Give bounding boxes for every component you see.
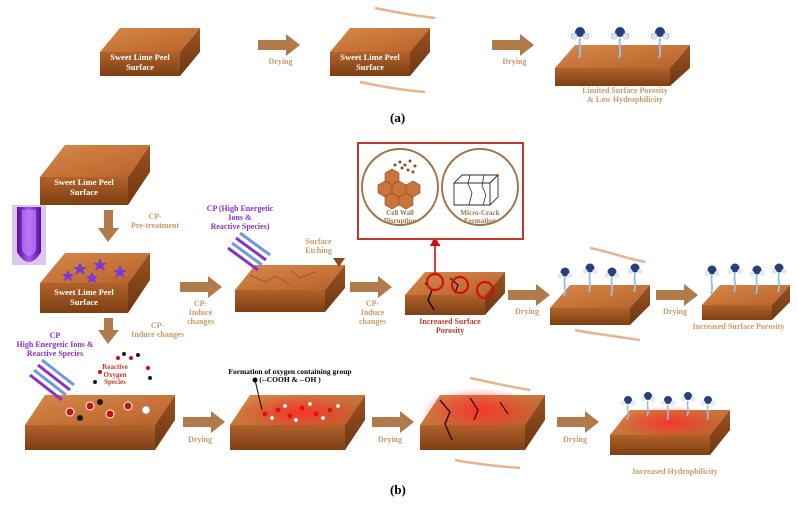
porous-slab-1 — [550, 246, 650, 342]
water-molecules-b2 — [704, 263, 787, 295]
panel-b-label: (b) — [390, 482, 406, 497]
glowing-cracked-slab — [420, 376, 545, 470]
panel-a-label: (a) — [390, 110, 406, 125]
cracked-slab — [405, 236, 505, 315]
cp-induce-arrow-down — [98, 318, 119, 344]
drying-arrow-1 — [508, 284, 550, 306]
drying-arrow-2 — [656, 284, 698, 306]
inset-box — [357, 142, 524, 240]
porous-slab-2 — [702, 285, 790, 320]
drying-label-2: Drying — [663, 307, 687, 316]
panel-a-slab-1 — [100, 28, 200, 76]
ros-beams — [29, 358, 75, 402]
drying-label-1: Drying — [515, 307, 539, 316]
oxygen-group-label: Formation of oxygen containing group(--C… — [228, 367, 352, 385]
increased-surface-porosity-final: Increased Surface Porosity — [692, 322, 785, 331]
increased-hydrophilicity-label: Increased Hydrophilicity — [632, 467, 718, 476]
panel-a-drying-2: Drying — [502, 57, 527, 66]
panel-a-slab-2 — [330, 6, 436, 94]
cp-induce-label-3: CP-Induce changes — [131, 321, 184, 339]
cp-pretreatment-label: CP-Pre-treatment — [130, 212, 180, 230]
drying-arrow-3 — [183, 411, 225, 433]
panel-a-slab-3 — [555, 45, 690, 86]
water-molecules-b1 — [557, 263, 643, 297]
panel-a-arrow-2 — [492, 34, 534, 56]
water-molecules-a — [570, 27, 670, 59]
panel-a-result: Limited Surface Porosity& Low Hydrophili… — [582, 86, 668, 104]
panel-a-arrow-1 — [258, 34, 300, 56]
drying-arrow-5 — [557, 411, 599, 433]
panel-a-drying-1: Drying — [268, 57, 293, 66]
drying-label-3: Drying — [188, 435, 212, 444]
drying-label-5: Drying — [563, 435, 587, 444]
ros-slab — [25, 395, 175, 450]
panel-b-top-slab — [40, 145, 150, 205]
cp-ion-beams — [227, 231, 271, 272]
hydrophilic-slab — [610, 406, 730, 455]
drying-arrow-4 — [372, 411, 414, 433]
oxygen-group-slab — [230, 377, 365, 450]
ros-particles — [93, 352, 152, 384]
etched-slab — [235, 258, 345, 312]
panel-b-mid-slab — [40, 253, 150, 313]
plasma-jet-icon — [12, 205, 46, 265]
pretreat-arrow — [98, 210, 119, 242]
water-molecules-b3 — [620, 392, 716, 421]
drying-label-4: Drying — [378, 435, 402, 444]
cp-induce-arrow-2 — [350, 276, 392, 298]
cp-induce-arrow-1 — [180, 276, 222, 298]
